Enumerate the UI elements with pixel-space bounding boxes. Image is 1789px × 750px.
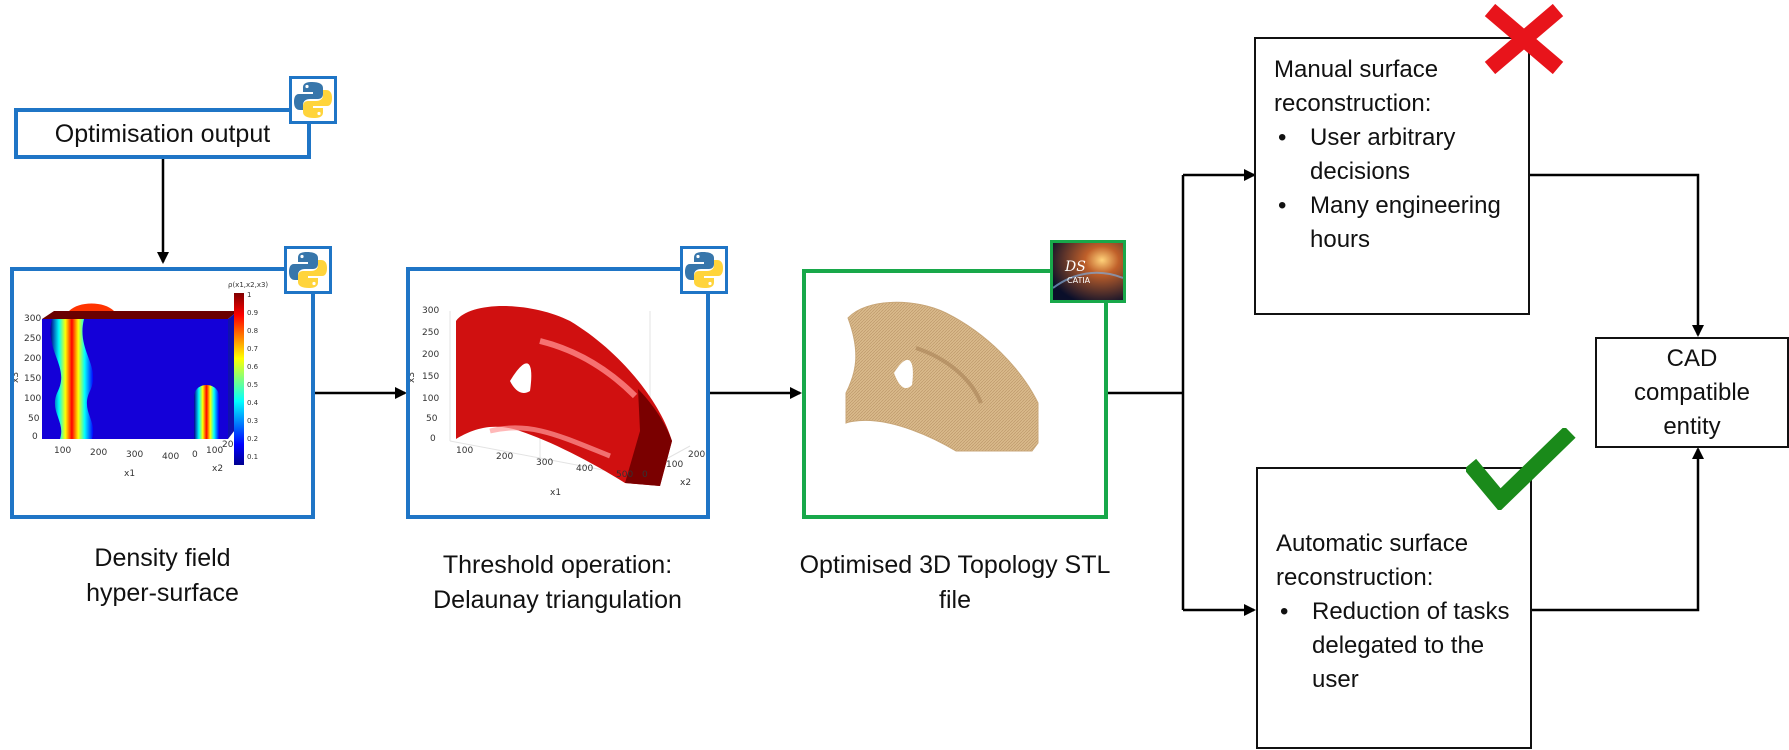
svg-text:500: 500 — [616, 470, 633, 480]
optimisation-output-box: Optimisation output — [14, 108, 311, 159]
density-front-face — [42, 319, 228, 439]
svg-text:0.3: 0.3 — [247, 417, 258, 425]
svg-text:150: 150 — [422, 372, 439, 382]
density-caption: Density field hyper-surface — [86, 544, 239, 607]
threshold-x-axis: 100 200 300 400 500 x1 — [456, 446, 633, 498]
density-band-right — [194, 385, 219, 439]
svg-text:0.5: 0.5 — [247, 381, 258, 389]
svg-text:DS: DS — [1064, 259, 1086, 275]
threshold-solid-main — [456, 306, 672, 486]
svg-text:300: 300 — [126, 450, 143, 460]
svg-text:200: 200 — [90, 448, 107, 458]
automatic-reconstruction-box: Automatic surface reconstruction: Reduct… — [1256, 467, 1532, 749]
svg-text:200: 200 — [24, 354, 41, 364]
arrow-automatic-to-cad — [1532, 447, 1704, 612]
manual-bullets: User arbitrary decisions Many engineerin… — [1274, 121, 1510, 257]
stl-caption: Optimised 3D Topology STL file — [799, 551, 1111, 614]
cad-entity-box: CAD compatible entity — [1595, 337, 1789, 448]
svg-text:x2: x2 — [680, 478, 691, 488]
threshold-z-axis: 300 250 200 150 100 50 0 x3 — [407, 306, 439, 444]
svg-text:200: 200 — [496, 452, 513, 462]
automatic-title: Automatic surface reconstruction: — [1276, 530, 1469, 591]
svg-text:0: 0 — [192, 450, 198, 460]
svg-text:150: 150 — [24, 374, 41, 384]
cad-entity-label: CAD compatible entity — [1633, 344, 1751, 440]
svg-text:ρ(x1,x2,x3): ρ(x1,x2,x3) — [228, 281, 268, 289]
svg-text:CATIA: CATIA — [1067, 276, 1091, 285]
svg-text:100: 100 — [24, 394, 41, 404]
threshold-plot: 300 250 200 150 100 50 0 x3 100 200 300 … — [407, 306, 705, 498]
density-top-face — [42, 311, 238, 319]
svg-text:200: 200 — [422, 350, 439, 360]
svg-text:1: 1 — [247, 291, 251, 299]
svg-text:100: 100 — [54, 446, 71, 456]
python-logo-icon — [680, 246, 728, 294]
svg-text:0.9: 0.9 — [247, 309, 258, 317]
svg-text:100: 100 — [666, 460, 683, 470]
threshold-y-axis: 0 100 200 x2 — [642, 450, 705, 488]
density-y-axis: 0 100 200 x2 — [192, 440, 239, 474]
density-z-axis: 300 250 200 150 100 50 0 x3 — [11, 314, 41, 442]
density-x-axis: 100 200 300 400 x1 — [54, 446, 179, 479]
list-item: Reduction of tasks delegated to the user — [1276, 595, 1512, 697]
density-colorbar-ticks: ρ(x1,x2,x3) 1 0.9 0.8 0.7 0.6 0.5 0.4 0.… — [228, 281, 268, 461]
threshold-solid-dark — [625, 389, 672, 486]
svg-text:100: 100 — [422, 394, 439, 404]
svg-text:400: 400 — [162, 452, 179, 462]
svg-text:0.7: 0.7 — [247, 345, 258, 353]
list-item: Many engineering hours — [1274, 189, 1510, 257]
catia-logo-icon: DS CATIA — [1050, 240, 1126, 303]
automatic-bullets: Reduction of tasks delegated to the user — [1276, 595, 1512, 697]
svg-text:0: 0 — [430, 434, 436, 444]
svg-text:x3: x3 — [410, 372, 417, 383]
svg-text:0.8: 0.8 — [247, 327, 258, 335]
density-band-left — [50, 319, 94, 439]
manual-title: Manual surface reconstruction: — [1274, 56, 1439, 117]
manual-reconstruction-box: Manual surface reconstruction: User arbi… — [1254, 37, 1530, 315]
svg-text:0: 0 — [32, 432, 38, 442]
red-cross-icon — [1482, 3, 1566, 75]
svg-text:200: 200 — [688, 450, 705, 460]
svg-text:100: 100 — [456, 446, 473, 456]
svg-text:50: 50 — [426, 414, 438, 424]
svg-text:x2: x2 — [212, 464, 223, 474]
python-logo-icon — [289, 76, 337, 124]
density-field-plot: 300 250 200 150 100 50 0 x3 100 200 300 … — [11, 281, 268, 479]
python-logo-icon — [284, 246, 332, 294]
svg-text:100: 100 — [206, 446, 223, 456]
svg-text:0.2: 0.2 — [247, 435, 258, 443]
density-colorbar — [234, 293, 244, 465]
svg-text:200: 200 — [222, 440, 239, 450]
stl-panel — [802, 269, 1108, 519]
svg-text:300: 300 — [536, 458, 553, 468]
connector-stl-split — [1108, 175, 1185, 610]
svg-text:0.1: 0.1 — [247, 453, 258, 461]
threshold-caption: Threshold operation: Delaunay triangulat… — [433, 551, 682, 614]
list-item: User arbitrary decisions — [1274, 121, 1510, 189]
svg-text:300: 300 — [422, 306, 439, 316]
svg-text:0.6: 0.6 — [247, 363, 259, 371]
svg-text:0: 0 — [642, 470, 648, 480]
density-field-panel: 300 250 200 150 100 50 0 x3 100 200 300 … — [10, 267, 315, 519]
stl-solid — [845, 301, 1039, 452]
stl-topology-image — [845, 301, 1039, 452]
svg-text:x1: x1 — [124, 469, 135, 479]
svg-text:0.4: 0.4 — [247, 399, 259, 407]
svg-text:250: 250 — [24, 334, 41, 344]
svg-text:400: 400 — [576, 464, 593, 474]
threshold-panel: 300 250 200 150 100 50 0 x3 100 200 300 … — [406, 267, 710, 519]
arrow-manual-to-cad — [1530, 173, 1704, 337]
green-check-icon — [1463, 426, 1576, 512]
optimisation-output-label: Optimisation output — [54, 119, 271, 148]
svg-text:50: 50 — [28, 414, 40, 424]
svg-text:250: 250 — [422, 328, 439, 338]
svg-text:x1: x1 — [550, 488, 561, 498]
svg-text:300: 300 — [24, 314, 41, 324]
svg-text:x3: x3 — [14, 372, 21, 383]
